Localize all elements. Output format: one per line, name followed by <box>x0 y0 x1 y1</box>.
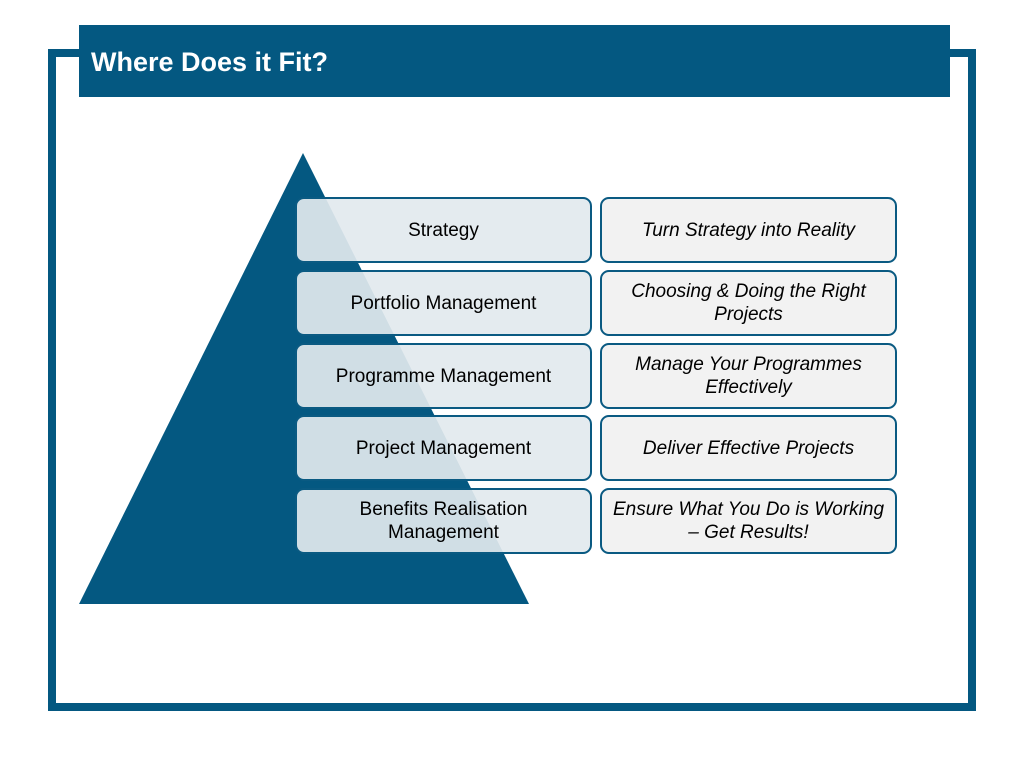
description-project-box: Deliver Effective Projects <box>600 415 897 481</box>
title-bar: Where Does it Fit? <box>79 25 950 97</box>
level-benefits-box: Benefits Realisation Management <box>295 488 592 554</box>
level-description: Ensure What You Do is Working – Get Resu… <box>612 499 885 543</box>
description-programme-box: Manage Your Programmes Effectively <box>600 343 897 409</box>
description-benefits-box: Ensure What You Do is Working – Get Resu… <box>600 488 897 554</box>
level-label: Strategy <box>408 219 479 241</box>
description-strategy-box: Turn Strategy into Reality <box>600 197 897 263</box>
level-label: Programme Management <box>335 365 552 387</box>
level-label: Benefits Realisation Management <box>359 499 528 543</box>
level-label: Project Management <box>355 437 532 459</box>
level-portfolio-box: Portfolio Management <box>295 270 592 336</box>
description-portfolio-box: Choosing & Doing the Right Projects <box>600 270 897 336</box>
level-description: Manage Your Programmes Effectively <box>635 354 862 398</box>
level-description: Choosing & Doing the Right Projects <box>631 281 866 325</box>
level-description: Turn Strategy into Reality <box>642 219 855 241</box>
level-programme-box: Programme Management <box>295 343 592 409</box>
level-label: Portfolio Management <box>350 292 537 314</box>
level-description: Deliver Effective Projects <box>642 437 855 459</box>
level-project-box: Project Management <box>295 415 592 481</box>
level-strategy-box: Strategy <box>295 197 592 263</box>
slide-title: Where Does it Fit? <box>91 47 329 77</box>
